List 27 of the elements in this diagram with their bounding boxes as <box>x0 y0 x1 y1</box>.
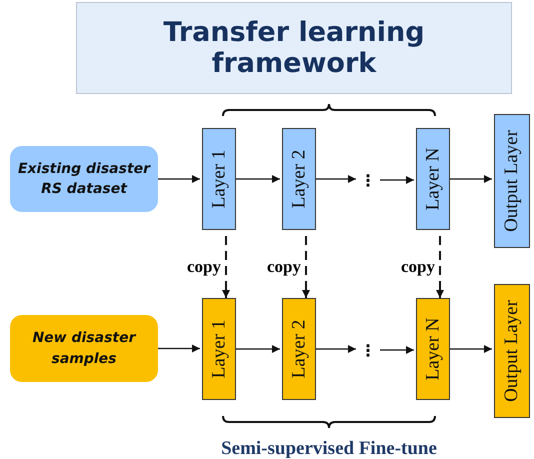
layer-box: Layer 2 <box>282 298 316 400</box>
ellipsis: ⋮ <box>360 337 376 363</box>
output-layer-box: Output Layer <box>494 114 530 248</box>
layer-box: Layer N <box>416 128 450 230</box>
input-data-box: Existing disaster RS dataset <box>10 146 158 212</box>
arrow <box>316 175 356 183</box>
dashed-arrow <box>436 236 444 298</box>
arrow <box>316 345 356 353</box>
dashed-arrow <box>302 236 310 298</box>
arrow <box>380 176 414 184</box>
layer-box: Layer 2 <box>282 128 316 230</box>
arrow <box>450 175 492 183</box>
arrow <box>236 175 280 183</box>
dashed-arrow <box>222 236 230 298</box>
input-data-box: New disaster samples <box>10 315 158 382</box>
title-banner: Transfer learning framework <box>76 2 512 94</box>
layer-box: Layer N <box>416 298 450 400</box>
arrow <box>236 345 280 353</box>
output-layer-box: Output Layer <box>494 284 530 418</box>
caption: Semi-supervised Fine-tune <box>220 438 438 459</box>
arrow <box>450 345 492 353</box>
layer-box: Layer 1 <box>202 298 236 400</box>
arrow <box>380 346 414 354</box>
layer-box: Layer 1 <box>202 128 236 230</box>
ellipsis: ⋮ <box>360 167 376 193</box>
arrow <box>158 175 200 183</box>
arrow <box>158 344 200 352</box>
